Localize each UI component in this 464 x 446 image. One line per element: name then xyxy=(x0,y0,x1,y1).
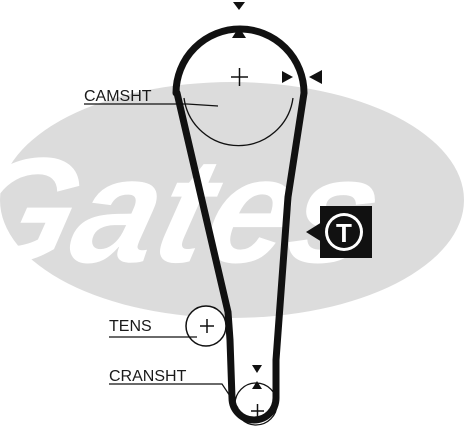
tensioner-pulley xyxy=(185,305,227,347)
camshaft-center-plus-icon xyxy=(231,68,248,86)
crank-inner-triangle-icon xyxy=(252,381,262,389)
top-outer-triangle-icon xyxy=(233,2,245,10)
crankshaft-leader xyxy=(109,383,239,409)
side-inner-triangle-icon xyxy=(282,71,293,83)
camshaft-timing-marks xyxy=(232,2,322,84)
gates-watermark: Gates ® xyxy=(0,82,464,318)
tensioner-label: TENS xyxy=(109,318,152,335)
crank-outer-triangle-icon xyxy=(252,365,262,373)
watermark-ellipse xyxy=(0,82,464,318)
top-inner-triangle-icon xyxy=(232,27,246,38)
badge-pointer-icon xyxy=(306,222,322,242)
timing-belt xyxy=(172,25,308,424)
camshaft-label: CAMSHT xyxy=(84,88,152,105)
camshaft-leader xyxy=(84,103,219,107)
crankshaft-timing-marks xyxy=(252,365,262,389)
camshaft-pulley xyxy=(183,68,294,147)
crankshaft-center-plus-icon xyxy=(251,404,264,418)
tensioner-badge-letter: T xyxy=(336,218,352,248)
side-outer-triangle-icon xyxy=(309,70,322,84)
tensioner-center-plus-icon xyxy=(200,319,214,333)
leader-lines xyxy=(84,103,239,409)
crankshaft-label: CRANSHT xyxy=(109,368,187,385)
registered-mark: ® xyxy=(449,257,462,277)
tensioner-badge: T xyxy=(306,206,372,258)
